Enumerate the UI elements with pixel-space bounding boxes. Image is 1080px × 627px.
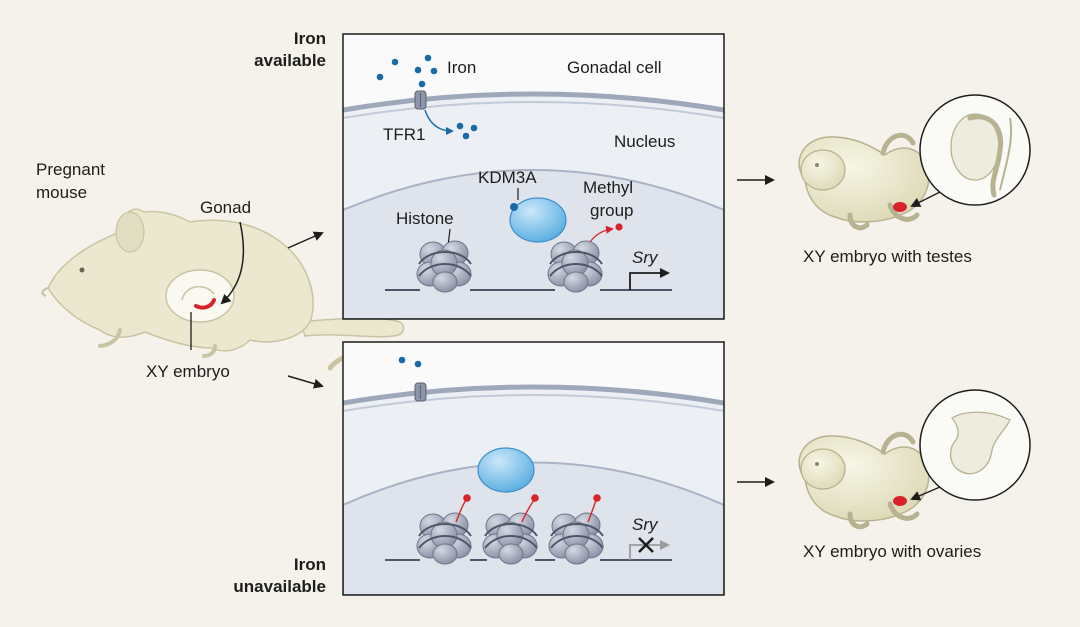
histone-label: Histone <box>396 209 454 228</box>
iron-available-label-1: Iron <box>294 29 326 48</box>
pregnant-mouse-label-2: mouse <box>36 183 87 202</box>
gonadal-cell-label: Gonadal cell <box>567 58 662 77</box>
kdm3a-enzyme-inactive <box>477 447 535 493</box>
cell-membrane-bottom <box>343 384 724 406</box>
histone-2-top <box>547 240 603 293</box>
iron-unavailable-label-1: Iron <box>294 555 326 574</box>
top-panel-iron-available: Iron Gonadal cell TFR1 Nucleus KDM3A Met… <box>342 33 725 320</box>
pregnant-mouse-label-1: Pregnant <box>36 160 105 179</box>
transcription-arrow-icon <box>629 268 670 290</box>
tfr1-channel-bottom <box>414 382 427 402</box>
cross-icon <box>638 537 654 553</box>
arrow-to-top-panel <box>287 231 324 249</box>
xy-embryo-label: XY embryo <box>146 362 230 381</box>
gonad-label: Gonad <box>200 198 251 217</box>
iron-dots-inside <box>456 122 478 140</box>
pregnant-mouse-illustration <box>41 208 405 371</box>
outcome-ovaries-label: XY embryo with ovaries <box>803 542 981 561</box>
kdm3a-bound-iron <box>510 203 518 211</box>
cell-membrane-top <box>343 91 724 113</box>
bottom-panel-iron-unavailable: Sry <box>342 341 725 596</box>
methyl-label-1: Methyl <box>583 178 633 197</box>
outcome-testes-label: XY embryo with testes <box>803 247 972 266</box>
tfr1-label: TFR1 <box>383 125 426 144</box>
sry-label-bottom: Sry <box>632 515 659 534</box>
kdm3a-enzyme <box>509 197 567 243</box>
iron-unavailable-label-2: unavailable <box>233 577 326 596</box>
methyl-group-released <box>615 223 623 231</box>
histone-1-bottom <box>416 512 472 565</box>
histone-1-top <box>416 240 472 293</box>
histone-2-bottom <box>482 512 538 565</box>
sry-label-top: Sry <box>632 248 659 267</box>
kdm3a-label: KDM3A <box>478 168 537 187</box>
histone-3-bottom <box>548 512 604 565</box>
nucleus-top <box>343 169 724 319</box>
iron-dots-scarce <box>398 356 422 368</box>
gonad-pointer <box>220 221 245 305</box>
embryo-testes-illustration <box>799 94 1031 228</box>
iron-available-label-2: available <box>254 51 326 70</box>
transcription-arrow-blocked <box>629 540 670 560</box>
iron-label: Iron <box>447 58 476 77</box>
arrow-to-bottom-panel <box>287 375 324 389</box>
tfr1-channel-icon <box>414 90 427 110</box>
nucleus-label: Nucleus <box>614 132 675 151</box>
methyl-groups-bound <box>455 494 601 523</box>
methyl-label-2: group <box>590 201 633 220</box>
iron-dots-outside <box>376 54 438 88</box>
embryo-ovaries-illustration <box>799 389 1031 527</box>
